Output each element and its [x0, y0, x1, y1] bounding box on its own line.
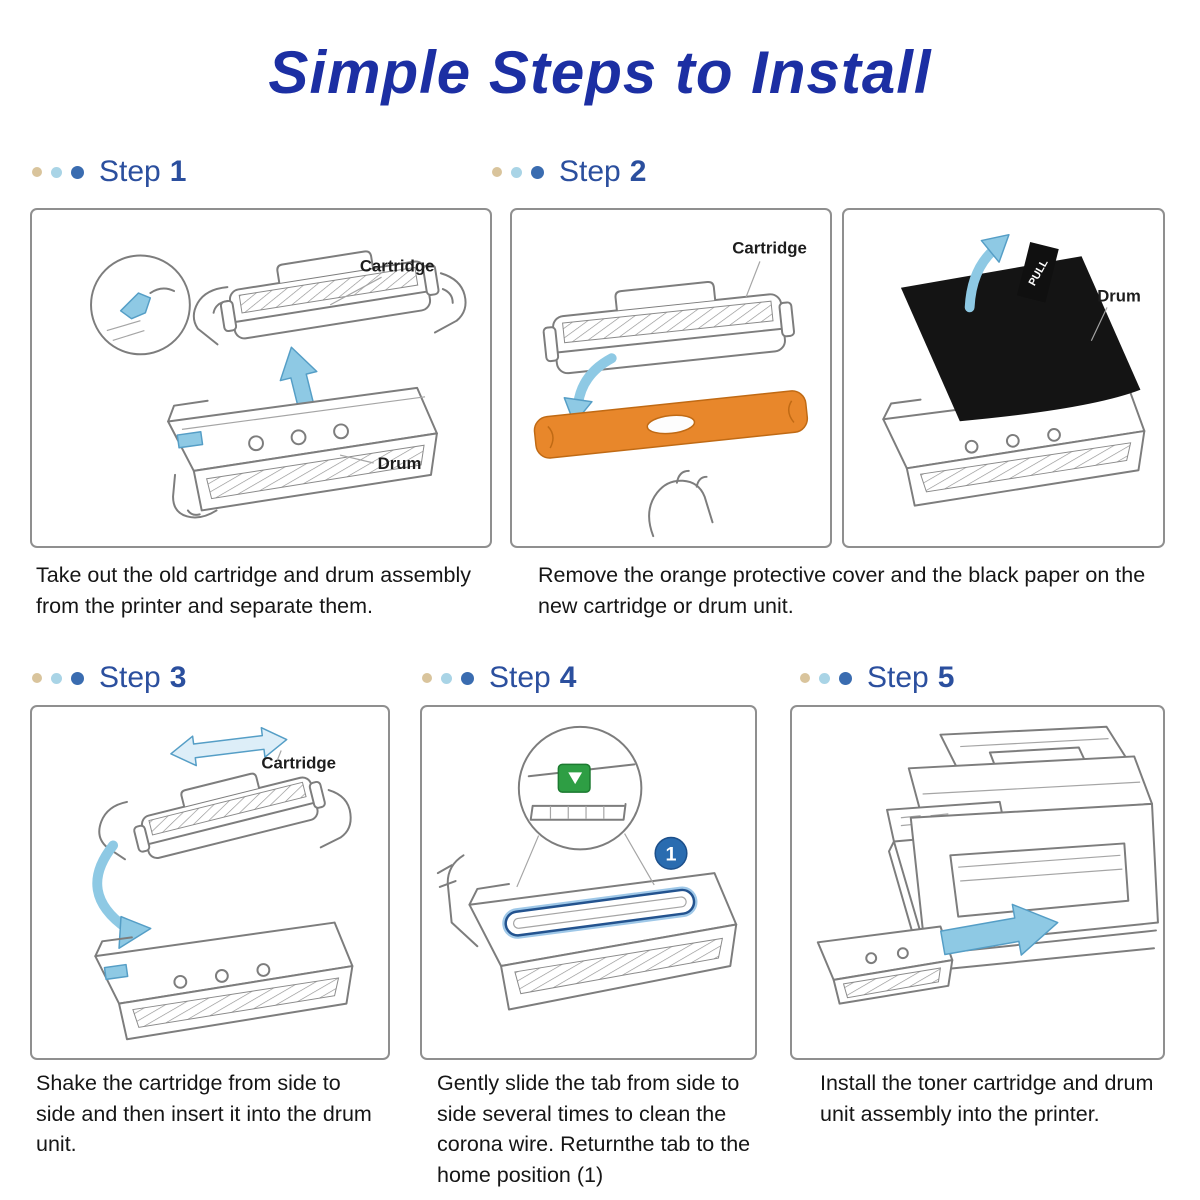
drum-unit — [882, 386, 1146, 507]
tan-dot — [800, 673, 810, 683]
cartridge-drum-assembly — [816, 925, 954, 1005]
toner-cartridge — [133, 772, 326, 859]
tan-dot — [32, 167, 42, 177]
dark-blue-dot — [461, 671, 474, 685]
drum-unit — [468, 872, 738, 1011]
drum-leader-line — [1090, 307, 1108, 341]
step5-illustration — [816, 725, 1159, 1005]
insert-arrow-icon — [940, 903, 1059, 956]
black-protective-paper: PULL — [900, 242, 1141, 422]
cartridge-label: Cartridge — [261, 753, 336, 772]
cartridge-label: Cartridge — [732, 238, 807, 257]
dark-blue-dot — [531, 165, 544, 179]
step4-panel: 1 — [420, 705, 757, 1060]
drum-label: Drum — [378, 454, 422, 473]
step1-caption: Take out the old cartridge and drum asse… — [36, 563, 472, 618]
toner-cartridge — [219, 250, 440, 340]
cartridge-label: Cartridge — [360, 256, 435, 275]
left-hand-icon — [98, 800, 128, 861]
pull-tag: PULL — [1016, 242, 1059, 303]
step4-label: Step — [489, 661, 551, 694]
step3-caption: Shake the cartridge from side to side an… — [36, 1071, 372, 1157]
lower-hand-icon — [172, 473, 218, 519]
tan-dot — [492, 167, 502, 177]
step2-label: Step — [559, 155, 621, 188]
step1-number: 1 — [169, 155, 187, 188]
step1-header: Step 1 — [32, 152, 186, 192]
right-hand-icon — [433, 272, 467, 334]
step2-panel-cartridge: Cartridge — [510, 208, 832, 548]
step1-label: Step — [99, 155, 161, 188]
light-blue-dot — [441, 672, 452, 684]
tan-dot — [422, 673, 432, 683]
step1-panel: Cartridge Drum — [30, 208, 492, 548]
step4-caption: Gently slide the tab from side to side s… — [437, 1071, 751, 1187]
light-blue-dot — [819, 672, 830, 684]
shake-arrow-icon — [170, 726, 288, 767]
drum-leader-line — [339, 454, 374, 464]
insert-curve-arrow-icon — [92, 840, 152, 949]
marker-number: 1 — [666, 843, 677, 865]
step2-caption: Remove the orange protective cover and t… — [538, 563, 1146, 618]
drum-unit — [94, 921, 354, 1041]
step1-illustration: Cartridge Drum — [90, 250, 467, 519]
step3-label: Step — [99, 661, 161, 694]
corona-wire-slot — [502, 886, 698, 939]
toner-cartridge — [542, 280, 796, 375]
dark-blue-dot — [71, 165, 84, 179]
step4-header: Step 4 — [422, 658, 576, 698]
step5-number: 5 — [937, 661, 955, 694]
page-title: Simple Steps to Install — [268, 39, 932, 106]
step5-caption: Install the toner cartridge and drum uni… — [820, 1071, 1154, 1126]
drum-unit — [167, 386, 438, 512]
drum-label: Drum — [1097, 286, 1141, 305]
step2-header: Step 2 — [492, 152, 646, 192]
cartridge-leader-line — [745, 261, 761, 298]
dark-blue-dot — [71, 671, 84, 685]
step3-panel: Cartridge — [30, 705, 390, 1060]
hand-icon — [436, 854, 479, 948]
printer — [886, 725, 1159, 971]
tab-detail-magnifier — [516, 725, 655, 888]
up-arrow-icon — [279, 346, 318, 408]
step4-number: 4 — [559, 661, 577, 694]
tan-dot — [32, 673, 42, 683]
right-hand-icon — [319, 789, 352, 849]
step2-cartridge-illustration: Cartridge — [533, 238, 809, 538]
tab-arrow-icon — [568, 772, 583, 785]
home-position-marker: 1 — [654, 836, 688, 870]
dark-blue-dot — [839, 671, 852, 685]
step5-header: Step 5 — [800, 658, 954, 698]
step3-header: Step 3 — [32, 658, 186, 698]
lever-detail-magnifier — [90, 254, 191, 356]
step2-number: 2 — [629, 155, 647, 188]
step5-panel — [790, 705, 1165, 1060]
step3-illustration: Cartridge — [92, 726, 354, 1041]
hand-icon — [648, 469, 714, 538]
light-blue-dot — [51, 672, 62, 684]
cartridge-leader-line — [276, 750, 282, 761]
step5-label: Step — [867, 661, 929, 694]
step2-panel-drum: PULL Drum — [842, 208, 1165, 548]
light-blue-dot — [511, 166, 522, 178]
light-blue-dot — [51, 166, 62, 178]
step3-number: 3 — [169, 661, 187, 694]
cartridge-leader-line — [329, 276, 382, 306]
step4-illustration: 1 — [436, 725, 738, 1011]
orange-protective-cover — [533, 390, 809, 459]
step2-drum-illustration: PULL Drum — [882, 233, 1146, 507]
pull-up-arrow-icon — [964, 233, 1010, 313]
